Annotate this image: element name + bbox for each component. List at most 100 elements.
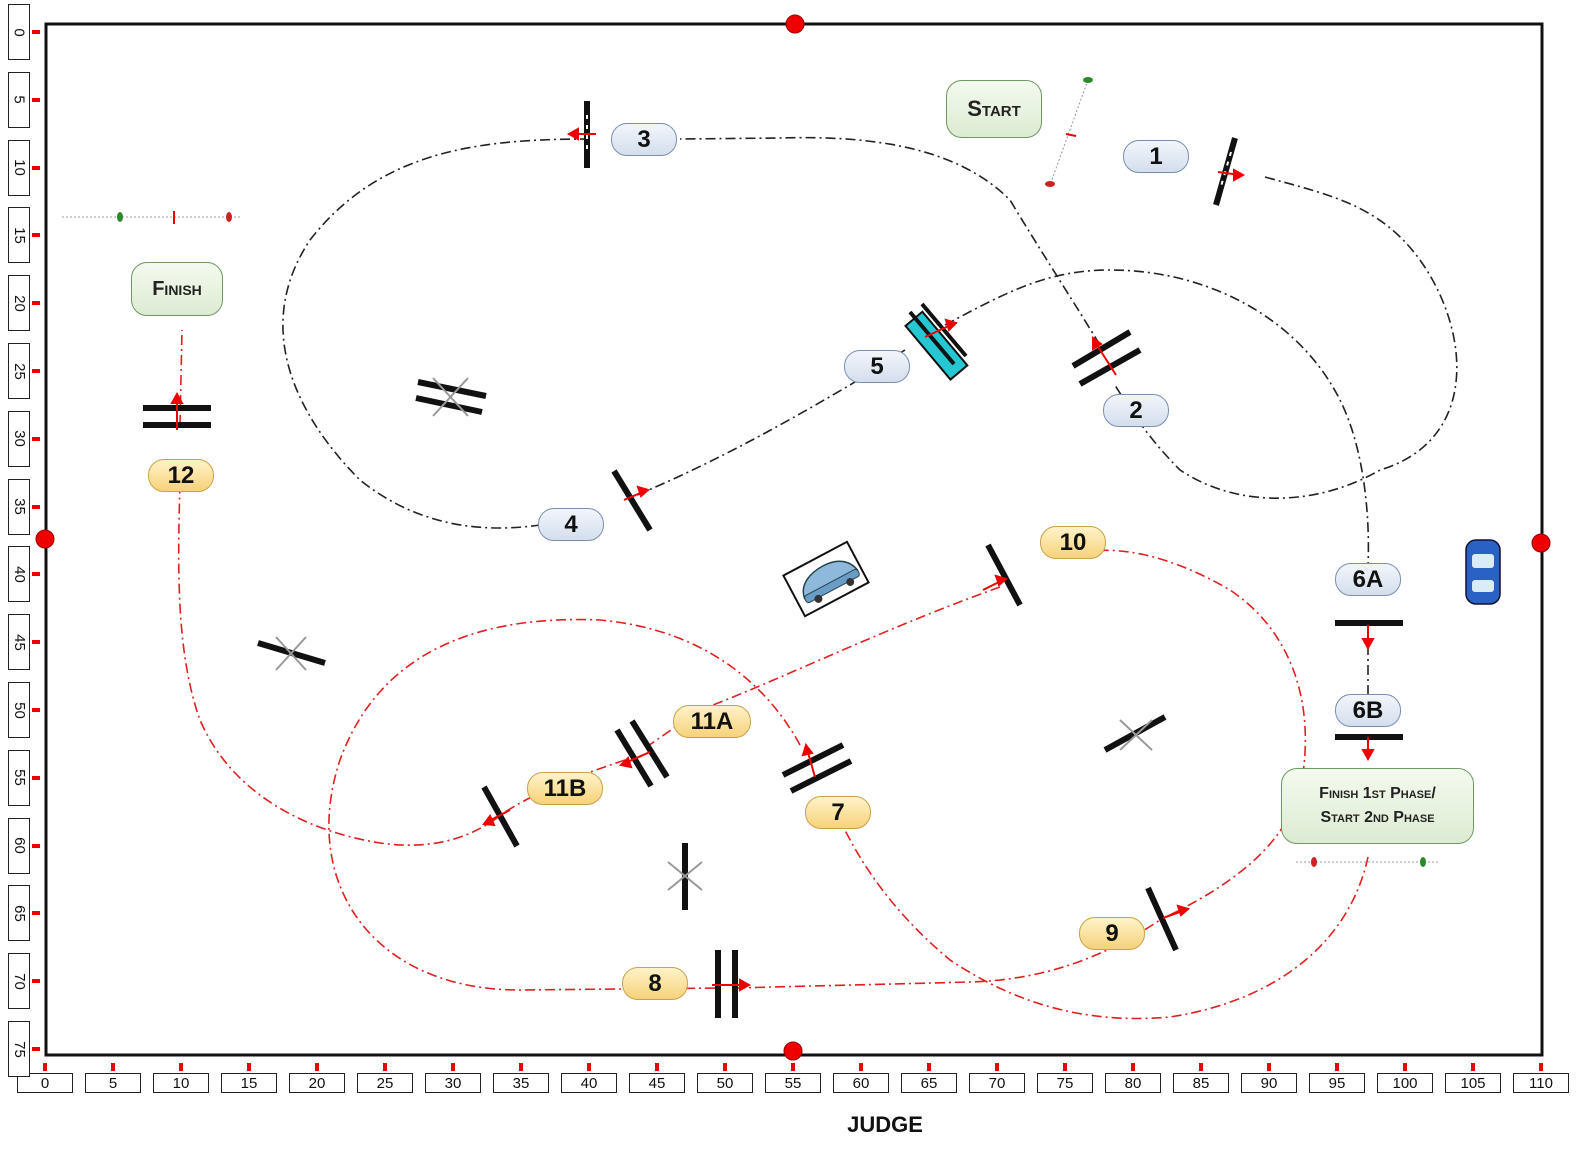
marker-bottom (783, 1041, 803, 1061)
y-tick-marker (32, 436, 40, 441)
fence-2 (1071, 329, 1142, 387)
fence-7 (781, 742, 853, 794)
x-tick-105: 105 (1445, 1073, 1501, 1093)
obstacle-label-9: 9 (1079, 917, 1145, 950)
finish-text: Finish (152, 277, 202, 300)
unused-fence-3 (667, 843, 703, 910)
obstacle-label-1: 1 (1123, 140, 1189, 173)
y-tick-marker (32, 775, 40, 780)
track-10-11A (644, 586, 1001, 749)
x-tick-25: 25 (357, 1073, 413, 1093)
y-tick-marker (32, 1047, 40, 1051)
start-text: Start (967, 96, 1021, 121)
y-tick-marker (32, 97, 40, 102)
x-tick-15: 15 (221, 1073, 277, 1093)
obstacle-label-6B: 6B (1335, 694, 1401, 727)
x-tick-60: 60 (833, 1073, 889, 1093)
x-tick-marker (383, 1063, 387, 1071)
x-tick-marker (179, 1063, 183, 1071)
x-tick-110: 110 (1513, 1073, 1569, 1093)
fence-11B (481, 785, 520, 848)
x-tick-marker (451, 1063, 455, 1071)
x-tick-marker (1199, 1063, 1203, 1071)
x-tick-marker (1539, 1063, 1543, 1071)
y-tick-marker (32, 640, 40, 645)
x-tick-50: 50 (697, 1073, 753, 1093)
x-tick-10: 10 (153, 1073, 209, 1093)
y-tick-55: 55 (8, 749, 30, 806)
x-tick-35: 35 (493, 1073, 549, 1093)
x-tick-55: 55 (765, 1073, 821, 1093)
x-tick-marker (43, 1063, 47, 1071)
crossed-out-fences (257, 377, 1167, 910)
x-tick-marker (587, 1063, 591, 1071)
y-tick-50: 50 (8, 682, 30, 738)
y-tick-75: 75 (8, 1021, 30, 1077)
x-tick-90: 90 (1241, 1073, 1297, 1093)
y-tick-70: 70 (8, 953, 30, 1010)
x-tick-65: 65 (901, 1073, 957, 1093)
unused-fence-2 (257, 636, 326, 671)
start-gate (1045, 77, 1093, 187)
y-tick-marker (32, 165, 40, 170)
track-11B-12 (177, 479, 626, 846)
obstacle-label-12: 12 (148, 459, 214, 492)
arena-border (44, 22, 1544, 1057)
obstacle-label-8: 8 (622, 967, 688, 1000)
y-tick-30: 30 (8, 410, 30, 467)
track-7-8 (328, 618, 801, 991)
unused-fence-1 (415, 377, 487, 417)
y-tick-marker (32, 843, 40, 848)
obstacle-label-5: 5 (844, 350, 910, 383)
x-tick-5: 5 (85, 1073, 141, 1093)
x-tick-marker (859, 1063, 863, 1071)
y-tick-marker (32, 301, 40, 306)
x-tick-marker (1403, 1063, 1407, 1071)
obstacle-label-7: 7 (805, 796, 871, 829)
obstacle-label-11B: 11B (527, 772, 603, 805)
track-start2-7 (844, 829, 1369, 1020)
marker-top (785, 14, 805, 34)
x-tick-85: 85 (1173, 1073, 1229, 1093)
x-tick-80: 80 (1105, 1073, 1161, 1093)
y-tick-40: 40 (8, 546, 30, 603)
x-tick-marker (1471, 1063, 1475, 1071)
x-tick-marker (1131, 1063, 1135, 1071)
y-tick-5: 5 (8, 71, 30, 128)
y-tick-45: 45 (8, 614, 30, 671)
judge-label: JUDGE (847, 1112, 923, 1137)
x-tick-marker (723, 1063, 727, 1071)
y-tick-marker (32, 979, 40, 984)
finish-box: Finish (131, 262, 223, 316)
y-tick-marker (32, 708, 40, 712)
y-tick-15: 15 (8, 207, 30, 264)
fence-11A (614, 719, 670, 788)
x-tick-marker (111, 1063, 115, 1071)
obstacle-label-10: 10 (1040, 526, 1106, 559)
y-tick-0: 0 (8, 4, 30, 60)
x-tick-marker (1267, 1063, 1271, 1071)
x-tick-marker (1063, 1063, 1067, 1071)
obstacle-label-6A: 6A (1335, 563, 1401, 596)
finish-first-phase-text: Finish 1st Phase/ (1319, 785, 1436, 802)
phase-change-gate (1296, 857, 1440, 867)
track-5-6A (944, 269, 1370, 566)
start-box: Start (946, 80, 1042, 138)
x-tick-45: 45 (629, 1073, 685, 1093)
y-tick-marker (32, 504, 40, 509)
x-tick-marker (247, 1063, 251, 1071)
track-3-4 (282, 138, 591, 529)
x-tick-20: 20 (289, 1073, 345, 1093)
x-tick-40: 40 (561, 1073, 617, 1093)
obstacle-label-11A: 11A (673, 705, 751, 738)
y-tick-marker (32, 233, 40, 238)
fence-1 (1213, 137, 1238, 206)
x-tick-marker (315, 1063, 319, 1071)
x-tick-marker (927, 1063, 931, 1071)
second-phase-track (177, 329, 1369, 1020)
fence-5 (904, 302, 969, 381)
x-tick-marker (519, 1063, 523, 1071)
x-tick-95: 95 (1309, 1073, 1365, 1093)
track-1-2 (1114, 176, 1458, 499)
